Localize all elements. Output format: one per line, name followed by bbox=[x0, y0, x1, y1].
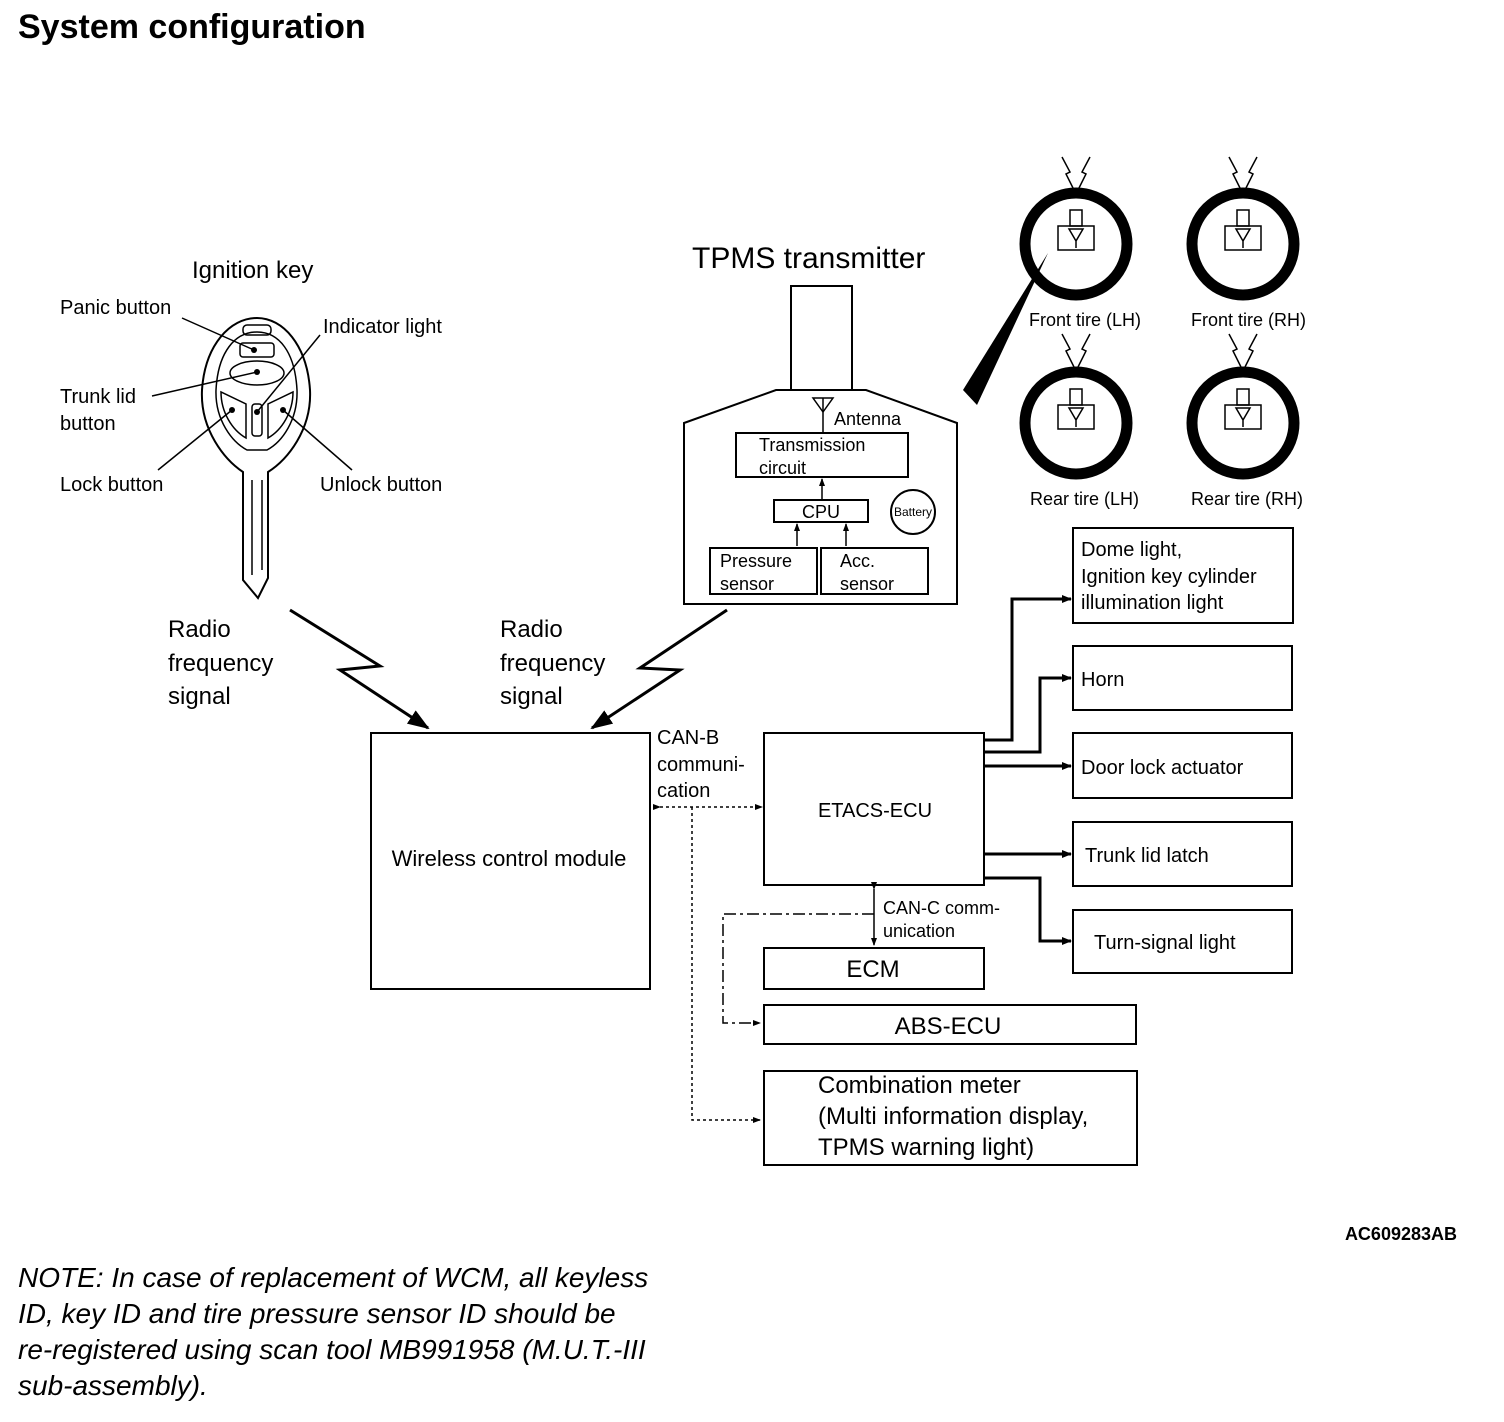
ecm-label: ECM bbox=[846, 956, 899, 983]
combination-meter-label-3: TPMS warning light) bbox=[818, 1134, 1034, 1161]
indicator-light-label: Indicator light bbox=[323, 316, 442, 338]
cpu-label: CPU bbox=[802, 502, 840, 522]
dome-light-label-3: illumination light bbox=[1081, 592, 1224, 614]
combination-meter-label-1: Combination meter bbox=[818, 1072, 1021, 1099]
rf-signal-left-line2: frequency bbox=[168, 650, 273, 677]
combination-meter-box bbox=[763, 1070, 1138, 1166]
rf-signal-right: Radio frequency signal bbox=[500, 608, 728, 730]
can-b-label-3: cation bbox=[657, 780, 710, 802]
battery-icon bbox=[890, 489, 936, 535]
rf-signal-right-arrow-icon bbox=[590, 608, 728, 730]
rf-signal-left: Radio frequency signal bbox=[168, 608, 430, 730]
rf-signal-left-line3: signal bbox=[168, 683, 231, 710]
note-line-1: NOTE: In case of replacement of WCM, all… bbox=[18, 1262, 648, 1293]
panic-button-label: Panic button bbox=[60, 297, 171, 319]
rear-rh-tire-label: Rear tire (RH) bbox=[1191, 489, 1303, 509]
unlock-button-shape bbox=[267, 390, 294, 440]
can-c-abs-link bbox=[722, 913, 874, 1026]
dome-light-box bbox=[1072, 527, 1294, 624]
etacs-ecu-label: ETACS-ECU bbox=[818, 800, 932, 822]
pressure-sensor-label: Pressure bbox=[720, 551, 792, 571]
tpms-transmitter: TPMS transmitter Antenna Transmission ci… bbox=[683, 242, 958, 605]
front-rh-tire-icon bbox=[1186, 156, 1300, 301]
detail-pointer bbox=[963, 253, 1048, 405]
pressure-sensor-label-2: sensor bbox=[720, 574, 774, 594]
antenna-icon bbox=[811, 397, 835, 433]
can-b-label-1: CAN-B bbox=[657, 727, 719, 749]
indicator-light-shape bbox=[251, 403, 263, 437]
ignition-key: Ignition key Panic button Indicator ligh… bbox=[60, 257, 442, 600]
door-lock-box bbox=[1072, 732, 1293, 799]
rf-signal-left-line1: Radio bbox=[168, 616, 231, 643]
valve-stem bbox=[790, 285, 853, 391]
trunk-lid-button-label-2: button bbox=[60, 413, 116, 435]
can-b-meter-link bbox=[691, 807, 761, 1123]
rear-rh-tire-icon bbox=[1186, 333, 1300, 480]
turn-signal-box bbox=[1072, 909, 1293, 974]
can-c-label-2: unication bbox=[883, 921, 955, 941]
antenna-label: Antenna bbox=[834, 409, 902, 429]
can-b-label-2: communi- bbox=[657, 754, 745, 776]
trunk-lid-button-label: Trunk lid bbox=[60, 386, 136, 408]
combination-meter-label-2: (Multi information display, bbox=[818, 1103, 1088, 1130]
lock-button-label: Lock button bbox=[60, 474, 163, 496]
acc-sensor-box bbox=[820, 547, 929, 595]
horn-box bbox=[1072, 645, 1293, 711]
dome-light-link bbox=[984, 595, 1072, 742]
ecm-box bbox=[763, 947, 985, 990]
unlock-button-label: Unlock button bbox=[320, 474, 442, 496]
abs-ecu-label: ABS-ECU bbox=[895, 1013, 1002, 1040]
key-fob-icon bbox=[200, 316, 312, 600]
rf-signal-right-line1: Radio bbox=[500, 616, 563, 643]
rf-signal-right-line2: frequency bbox=[500, 650, 605, 677]
note-line-2: ID, key ID and tire pressure sensor ID s… bbox=[18, 1298, 616, 1329]
etacs-ecu-box bbox=[763, 732, 985, 886]
transmission-circuit-label: Transmission bbox=[759, 435, 865, 455]
trunk-lid-button-shape bbox=[229, 360, 285, 386]
rear-lh-tire-icon bbox=[1019, 333, 1133, 480]
battery-label: Battery bbox=[894, 505, 932, 519]
wcm-box bbox=[370, 732, 651, 990]
note-line-3: re-registered using scan tool MB991958 (… bbox=[18, 1334, 646, 1365]
front-lh-tire-label: Front tire (LH) bbox=[1029, 310, 1141, 330]
ignition-key-title: Ignition key bbox=[192, 257, 313, 284]
rear-lh-tire-label: Rear tire (LH) bbox=[1030, 489, 1139, 509]
horn-link bbox=[984, 674, 1072, 754]
horn-label: Horn bbox=[1081, 669, 1124, 691]
acc-sensor-label: Acc. bbox=[840, 551, 875, 571]
trunk-latch-label: Trunk lid latch bbox=[1085, 845, 1209, 867]
figure-code: AC609283AB bbox=[1345, 1224, 1457, 1244]
transmission-circuit-box bbox=[735, 432, 909, 478]
rf-signal-left-arrow-icon bbox=[289, 608, 430, 730]
note-line-4: sub-assembly). bbox=[18, 1370, 208, 1401]
cpu-box bbox=[773, 499, 869, 523]
tpms-title: TPMS transmitter bbox=[692, 242, 925, 275]
can-c-label-1: CAN-C comm- bbox=[883, 898, 1000, 918]
door-lock-label: Door lock actuator bbox=[1081, 757, 1244, 779]
turn-signal-label: Turn-signal light bbox=[1094, 932, 1236, 954]
dome-light-label-2: Ignition key cylinder bbox=[1081, 566, 1257, 588]
dome-light-label-1: Dome light, bbox=[1081, 539, 1182, 561]
panic-button-shape bbox=[239, 342, 275, 358]
lock-button-shape bbox=[220, 390, 247, 440]
front-lh-tire-icon bbox=[1019, 156, 1133, 301]
front-rh-tire-label: Front tire (RH) bbox=[1191, 310, 1306, 330]
acc-sensor-label-2: sensor bbox=[840, 574, 894, 594]
abs-ecu-box bbox=[763, 1004, 1137, 1045]
transmission-circuit-label-2: circuit bbox=[759, 458, 806, 478]
tires: Front tire (LH) Front tire (RH) Rear tir… bbox=[1019, 156, 1306, 509]
page-title: System configuration bbox=[18, 8, 366, 46]
wcm-label: Wireless control module bbox=[392, 846, 627, 871]
turn-signal-link bbox=[984, 876, 1072, 945]
pressure-sensor-box bbox=[709, 547, 818, 595]
trunk-latch-box bbox=[1072, 821, 1293, 887]
rf-signal-right-line3: signal bbox=[500, 683, 563, 710]
